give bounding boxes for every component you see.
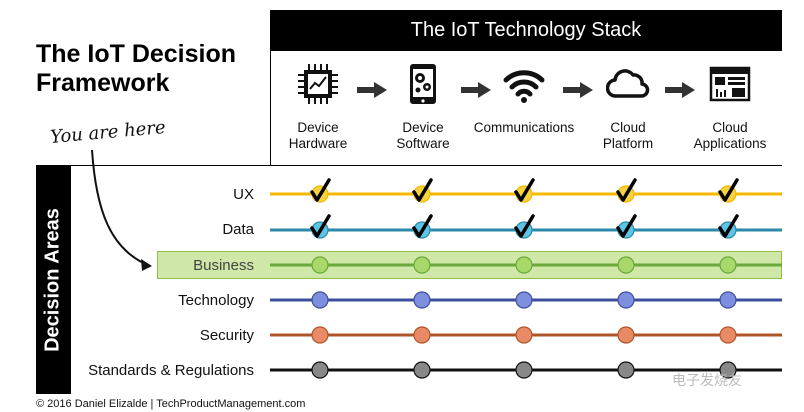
copyright-notice: © 2016 Daniel Elizalde | TechProductMana… [36, 398, 306, 410]
check-icon [718, 178, 739, 202]
check-icon [412, 214, 433, 238]
tablet-gears-icon [410, 64, 436, 104]
arrow-right-icon [461, 82, 491, 98]
arrow-right-icon [563, 82, 593, 98]
column-label-line-1: Cloud [712, 120, 748, 135]
chip-icon [298, 64, 338, 104]
decision-dot [413, 326, 431, 344]
decision-dot [413, 256, 431, 274]
title-line-1: The IoT Decision [36, 40, 237, 68]
decision-dot [719, 361, 737, 379]
decision-dot [311, 361, 329, 379]
column-cloud-platform: Cloud Platform [568, 62, 688, 152]
row-label-technology: Technology [178, 292, 254, 309]
divider-horizontal [36, 165, 782, 166]
arrow-right-icon [357, 82, 387, 98]
page-title: The IoT Decision Framework [36, 40, 236, 98]
column-label-line-2: Software [396, 136, 450, 151]
column-label-line-1: Cloud [610, 120, 646, 135]
column-cloud-applications: Cloud Applications [670, 62, 790, 152]
wifi-icon [503, 70, 545, 103]
decision-dot [617, 361, 635, 379]
decision-dot [719, 326, 737, 344]
check-icon [310, 214, 331, 238]
stack-header: The IoT Technology Stack [270, 10, 782, 51]
check-icon [514, 178, 535, 202]
decision-dot [413, 291, 431, 309]
column-label-line-2: Hardware [288, 136, 348, 151]
column-device-software: Device Software [363, 62, 483, 152]
check-icon [412, 178, 433, 202]
decision-dot [617, 256, 635, 274]
arrow-right-icon [665, 82, 695, 98]
decision-dot [617, 326, 635, 344]
title-line-2: Framework [36, 69, 170, 97]
check-icon [616, 178, 637, 202]
column-device-hardware: Device Hardware [258, 62, 378, 152]
decision-dot [515, 361, 533, 379]
check-icon [310, 178, 331, 202]
decision-dot [515, 256, 533, 274]
row-label-business: Business [193, 257, 254, 274]
decision-dot [515, 291, 533, 309]
decision-dot [413, 361, 431, 379]
you-are-here-arrow [91, 149, 151, 267]
arrow-head-icon [141, 259, 152, 271]
decision-dot [515, 326, 533, 344]
column-label-line-1: Device [402, 120, 444, 135]
row-label-ux: UX [233, 186, 254, 203]
row-label-standards-regulations: Standards & Regulations [88, 362, 254, 379]
decision-dot [719, 291, 737, 309]
decision-dot [311, 326, 329, 344]
decision-areas-sidebar [36, 166, 71, 394]
row-label-data: Data [222, 221, 254, 238]
row-label-security: Security [199, 327, 254, 344]
decision-dot [311, 256, 329, 274]
decision-dot [617, 291, 635, 309]
column-label-line-2: Platform [602, 136, 654, 151]
check-icon [514, 214, 535, 238]
column-label-line-1: Device [297, 120, 339, 135]
decision-dot [311, 291, 329, 309]
cloud-icon [606, 69, 650, 98]
check-icon [718, 214, 739, 238]
divider-vertical [270, 10, 271, 166]
column-communications: Communications [464, 62, 584, 136]
decision-dot [719, 256, 737, 274]
app-window-icon [709, 66, 751, 102]
column-label-line-2: Applications [693, 136, 767, 151]
check-icon [616, 214, 637, 238]
watermark-logo: 电子发烧友 [672, 372, 742, 388]
column-label-line-1: Communications [473, 120, 575, 135]
